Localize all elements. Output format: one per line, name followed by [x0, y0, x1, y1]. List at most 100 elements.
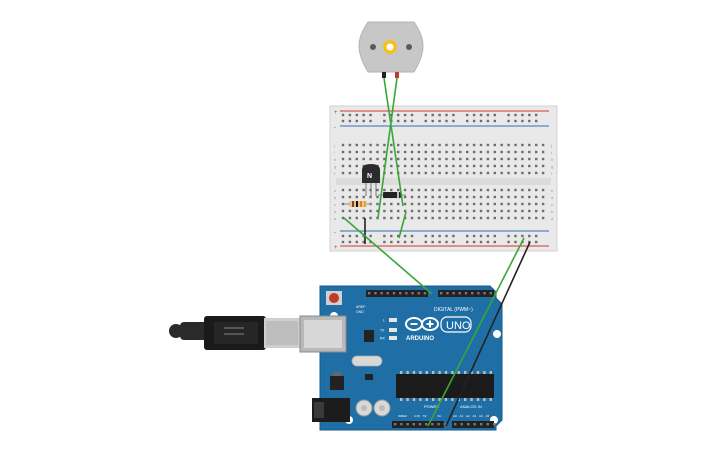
breadboard-hole[interactable] — [514, 150, 517, 154]
breadboard-hole[interactable] — [369, 195, 372, 199]
header-pin[interactable] — [489, 292, 492, 295]
breadboard-hole[interactable] — [459, 171, 462, 175]
breadboard-hole[interactable] — [466, 164, 469, 168]
breadboard-hole[interactable] — [514, 195, 517, 199]
breadboard-hole[interactable] — [521, 157, 524, 161]
breadboard-hole[interactable] — [493, 216, 496, 220]
rail-hole[interactable] — [507, 234, 510, 238]
breadboard-hole[interactable] — [417, 171, 421, 175]
breadboard-hole[interactable] — [479, 209, 483, 213]
breadboard-hole[interactable] — [410, 202, 414, 206]
breadboard-hole[interactable] — [424, 188, 427, 192]
breadboard-hole[interactable] — [403, 171, 407, 175]
breadboard-hole[interactable] — [424, 150, 427, 154]
rail-hole[interactable] — [410, 119, 414, 123]
header-pin[interactable] — [467, 423, 470, 426]
rail-hole[interactable] — [466, 240, 469, 244]
breadboard-hole[interactable] — [507, 195, 510, 199]
rail-hole[interactable] — [445, 119, 448, 123]
breadboard-hole[interactable] — [348, 164, 352, 168]
breadboard-hole[interactable] — [479, 195, 483, 199]
rail-hole[interactable] — [486, 119, 490, 123]
breadboard-hole[interactable] — [431, 164, 434, 168]
rail-hole[interactable] — [445, 234, 448, 238]
breadboard-hole[interactable] — [383, 143, 386, 147]
usb-cable[interactable] — [169, 316, 300, 350]
rail-hole[interactable] — [348, 234, 352, 238]
breadboard-hole[interactable] — [445, 188, 448, 192]
breadboard-hole[interactable] — [431, 209, 434, 213]
breadboard-hole[interactable] — [535, 188, 538, 192]
header-pin[interactable] — [386, 292, 389, 295]
breadboard-hole[interactable] — [507, 216, 510, 220]
breadboard-hole[interactable] — [362, 150, 365, 154]
header-pin[interactable] — [412, 423, 415, 426]
breadboard-hole[interactable] — [397, 188, 400, 192]
header-pin[interactable] — [418, 423, 422, 426]
breadboard-hole[interactable] — [424, 164, 427, 168]
breadboard-hole[interactable] — [355, 216, 358, 220]
breadboard-hole[interactable] — [466, 171, 469, 175]
header-pin[interactable] — [483, 292, 486, 295]
rail-hole[interactable] — [507, 119, 510, 123]
breadboard-hole[interactable] — [431, 202, 434, 206]
header-pin[interactable] — [405, 292, 408, 295]
breadboard-hole[interactable] — [383, 188, 386, 192]
breadboard-hole[interactable] — [493, 157, 496, 161]
resistor[interactable] — [344, 201, 372, 207]
breadboard-hole[interactable] — [341, 209, 345, 213]
breadboard-hole[interactable] — [376, 202, 379, 206]
breadboard-hole[interactable] — [390, 209, 393, 213]
header-pin[interactable] — [493, 423, 496, 426]
rail-hole[interactable] — [493, 119, 496, 123]
breadboard-hole[interactable] — [486, 171, 490, 175]
breadboard-hole[interactable] — [479, 171, 483, 175]
rail-hole[interactable] — [438, 119, 441, 123]
breadboard-hole[interactable] — [459, 209, 462, 213]
breadboard-hole[interactable] — [541, 143, 545, 147]
rail-hole[interactable] — [466, 113, 469, 117]
breadboard-hole[interactable] — [410, 216, 414, 220]
breadboard-hole[interactable] — [369, 216, 372, 220]
breadboard-hole[interactable] — [417, 143, 421, 147]
rail-hole[interactable] — [472, 113, 476, 117]
breadboard-hole[interactable] — [376, 216, 379, 220]
breadboard-hole[interactable] — [348, 143, 352, 147]
breadboard-hole[interactable] — [348, 209, 352, 213]
rail-hole[interactable] — [486, 240, 490, 244]
breadboard-hole[interactable] — [445, 202, 448, 206]
breadboard-hole[interactable] — [452, 143, 455, 147]
breadboard-hole[interactable] — [472, 195, 476, 199]
rail-hole[interactable] — [355, 240, 358, 244]
breadboard-hole[interactable] — [459, 195, 462, 199]
breadboard-hole[interactable] — [403, 143, 407, 147]
breadboard-hole[interactable] — [521, 188, 524, 192]
rail-hole[interactable] — [397, 113, 400, 117]
breadboard-hole[interactable] — [500, 202, 503, 206]
breadboard-hole[interactable] — [500, 195, 503, 199]
rail-hole[interactable] — [362, 240, 365, 244]
breadboard-hole[interactable] — [376, 157, 379, 161]
breadboard-hole[interactable] — [438, 164, 441, 168]
rail-hole[interactable] — [445, 240, 448, 244]
header-pin[interactable] — [425, 423, 428, 426]
breadboard-hole[interactable] — [500, 216, 503, 220]
header-pin[interactable] — [368, 292, 371, 295]
breadboard-hole[interactable] — [410, 188, 414, 192]
breadboard-hole[interactable] — [535, 150, 538, 154]
breadboard-hole[interactable] — [376, 209, 379, 213]
header-pin[interactable] — [400, 423, 403, 426]
breadboard-hole[interactable] — [507, 164, 510, 168]
breadboard-hole[interactable] — [500, 150, 503, 154]
breadboard-hole[interactable] — [445, 143, 448, 147]
breadboard-hole[interactable] — [514, 216, 517, 220]
breadboard-hole[interactable] — [541, 188, 545, 192]
motor-terminal-negative[interactable] — [382, 72, 386, 78]
breadboard-hole[interactable] — [390, 164, 393, 168]
breadboard-hole[interactable] — [452, 209, 455, 213]
breadboard-hole[interactable] — [466, 209, 469, 213]
breadboard-hole[interactable] — [541, 202, 545, 206]
rail-hole[interactable] — [383, 240, 386, 244]
rail-hole[interactable] — [514, 234, 517, 238]
analog-header[interactable] — [452, 421, 494, 428]
